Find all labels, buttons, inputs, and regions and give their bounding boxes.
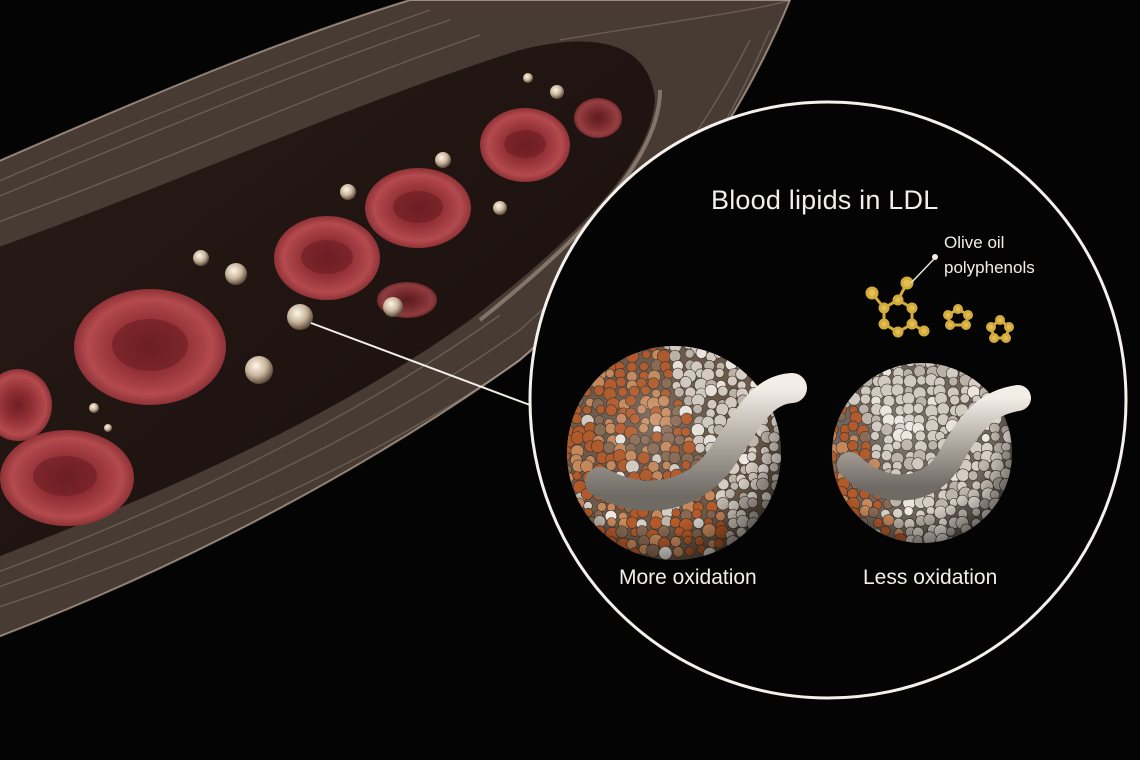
- lipid-droplet: [383, 297, 403, 317]
- polyphenol-molecule-small: [986, 315, 1014, 343]
- ldl-particle-more-oxidation: [567, 346, 807, 560]
- polyphenol-label-line2: polyphenols: [944, 258, 1035, 277]
- diagram-title: Blood lipids in LDL: [711, 185, 939, 215]
- apolipoprotein-band: [585, 373, 807, 511]
- polyphenol-molecule-large: [865, 276, 930, 338]
- red-blood-cell: [0, 430, 134, 526]
- polyphenol-callout-dot: [932, 254, 938, 260]
- lipid-droplet: [550, 85, 564, 99]
- lipid-droplet: [193, 250, 209, 266]
- apolipoprotein-band: [837, 385, 1031, 501]
- lipid-droplet: [225, 263, 247, 285]
- more-oxidation-label: More oxidation: [619, 566, 757, 589]
- red-blood-cell: [274, 216, 380, 300]
- polyphenol-label-line1: Olive oil: [944, 233, 1005, 252]
- polyphenol-callout-line: [910, 258, 935, 284]
- lipid-droplet: [493, 201, 507, 215]
- red-blood-cell: [74, 289, 226, 405]
- magnifier-lens-ring: [528, 100, 1128, 700]
- lipid-droplets: [89, 73, 564, 432]
- red-blood-cell: [0, 369, 52, 441]
- red-blood-cells: [0, 98, 622, 526]
- lipid-droplet: [435, 152, 451, 168]
- lipid-droplet: [89, 403, 99, 413]
- red-blood-cell: [365, 168, 471, 248]
- vessel-fibers: [0, 0, 791, 608]
- lipid-droplet: [523, 73, 533, 83]
- polyphenol-molecules: [865, 276, 1014, 343]
- lipid-droplet: [104, 424, 112, 432]
- lipid-droplet: [287, 304, 313, 330]
- lipid-droplet: [245, 356, 273, 384]
- lipid-droplet: [340, 184, 356, 200]
- zoom-connector-line: [310, 322, 531, 406]
- red-blood-cell: [480, 108, 570, 182]
- red-blood-cell: [574, 98, 622, 138]
- less-oxidation-label: Less oxidation: [863, 566, 998, 589]
- polyphenol-molecule-small: [943, 304, 973, 330]
